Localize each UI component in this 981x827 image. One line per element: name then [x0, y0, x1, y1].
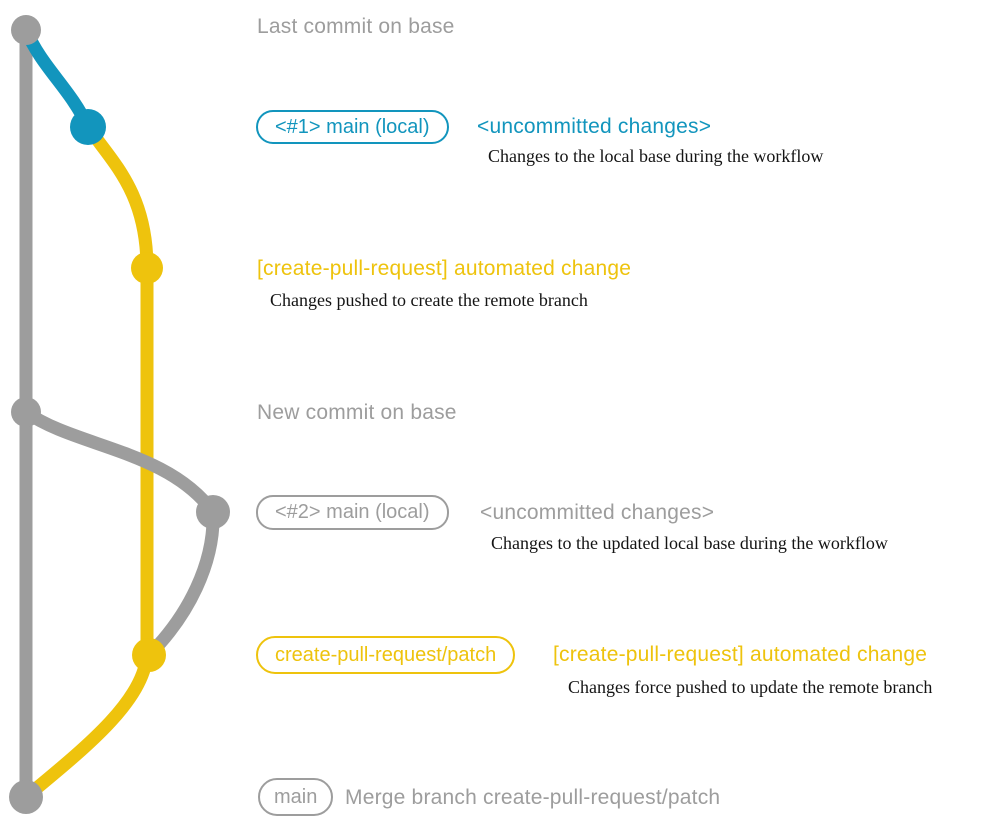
last-commit-label: Last commit on base: [257, 15, 455, 38]
commit-dot-patch-1: [131, 252, 163, 284]
commit-1-note: Changes to the local base during the wor…: [488, 146, 824, 166]
branch-tag-patch: create-pull-request/patch: [256, 636, 516, 674]
branch-tag-main-local-2: <#2> main (local): [256, 495, 449, 530]
commit-4-note: Changes force pushed to update the remot…: [568, 677, 933, 697]
updated-local-branch-line-lower: [142, 505, 220, 662]
commit-dot-local-main-1: [70, 109, 106, 145]
new-commit-label: New commit on base: [257, 401, 457, 424]
commit-dot-local-main-2: [196, 495, 230, 529]
commit-dot-new-base: [11, 397, 41, 427]
commit-4-message: [create-pull-request] automated change: [553, 643, 928, 666]
patch-branch-line-upper: [81, 120, 154, 662]
commit-3-message: <uncommitted changes>: [480, 501, 715, 524]
merge-commit-message: Merge branch create-pull-request/patch: [345, 786, 721, 809]
commit-2-message: [create-pull-request] automated change: [257, 257, 632, 280]
commit-1-message: <uncommitted changes>: [477, 115, 712, 138]
branch-tag-main-local-1: <#1> main (local): [256, 110, 449, 144]
commit-dot-patch-2: [132, 638, 166, 672]
commit-dot-last-base: [11, 15, 41, 45]
updated-local-branch-line-upper: [19, 405, 220, 519]
patch-branch-line-lower: [19, 648, 154, 804]
commit-2-note: Changes pushed to create the remote bran…: [270, 290, 588, 310]
git-graph: [9, 15, 230, 814]
branch-tag-main: main: [258, 778, 334, 816]
commit-dot-merge: [9, 780, 43, 814]
commit-3-note: Changes to the updated local base during…: [491, 533, 888, 553]
